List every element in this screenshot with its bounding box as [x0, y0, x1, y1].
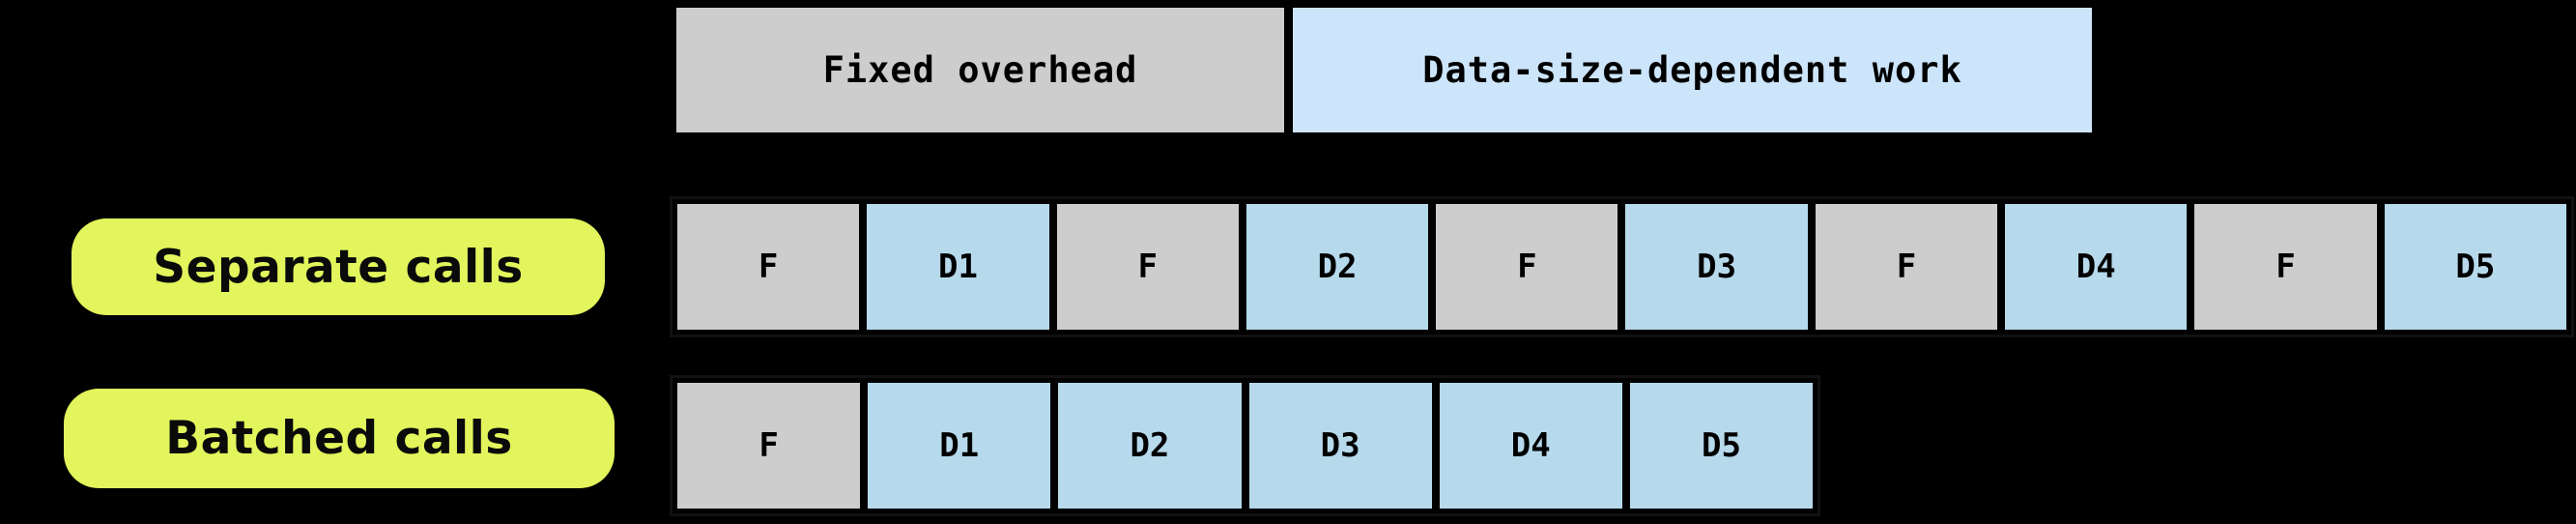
segment-label: F [758, 426, 779, 465]
segment-data: D5 [1625, 379, 1818, 512]
segment-label: D3 [1320, 426, 1360, 465]
segment-data: D4 [1435, 379, 1626, 512]
row-label-batched-calls: Batched calls [64, 389, 615, 488]
legend-label-fixed-overhead: Fixed overhead [822, 49, 1138, 91]
legend-item-fixed-overhead: Fixed overhead [673, 5, 1287, 135]
segment-data: D2 [1054, 379, 1245, 512]
segment-label: D3 [1697, 247, 1737, 286]
segment-label: F [1137, 247, 1158, 286]
segment-label: F [1517, 247, 1537, 286]
row-label-separate-calls-text: Separate calls [153, 240, 524, 294]
segment-fixed: F [1432, 200, 1622, 334]
segment-label: D4 [1510, 426, 1551, 465]
segment-label: D1 [939, 426, 980, 465]
segment-data: D1 [864, 379, 1055, 512]
segment-fixed: F [2190, 200, 2381, 334]
segment-fixed: F [673, 379, 865, 512]
timeline-batched-calls: F D1 D2 D3 D4 D5 [670, 375, 1820, 516]
segment-data: D5 [2380, 200, 2570, 334]
legend: Fixed overhead Data-size-dependent work [673, 5, 2095, 135]
segment-label: D5 [2455, 247, 2496, 286]
segment-fixed: F [673, 200, 864, 334]
segment-fixed: F [1052, 200, 1243, 334]
legend-item-data-dependent: Data-size-dependent work [1287, 5, 2095, 135]
timeline-separate-calls: F D1 F D2 F D3 F D4 F D5 [670, 196, 2574, 337]
row-label-batched-calls-text: Batched calls [165, 412, 513, 465]
legend-label-data-dependent: Data-size-dependent work [1422, 49, 1962, 91]
segment-label: D5 [1701, 426, 1741, 465]
segment-data: D2 [1242, 200, 1433, 334]
segment-label: D2 [1317, 247, 1358, 286]
segment-data: D1 [863, 200, 1053, 334]
segment-label: F [1896, 247, 1917, 286]
segment-label: F [2275, 247, 2296, 286]
segment-label: F [758, 247, 779, 286]
segment-label: D2 [1130, 426, 1170, 465]
segment-data: D4 [2001, 200, 2191, 334]
segment-data: D3 [1621, 200, 1812, 334]
row-label-separate-calls: Separate calls [72, 218, 605, 315]
segment-fixed: F [1811, 200, 2002, 334]
segment-data: D3 [1245, 379, 1436, 512]
segment-label: D4 [2075, 247, 2116, 286]
segment-label: D1 [937, 247, 978, 286]
